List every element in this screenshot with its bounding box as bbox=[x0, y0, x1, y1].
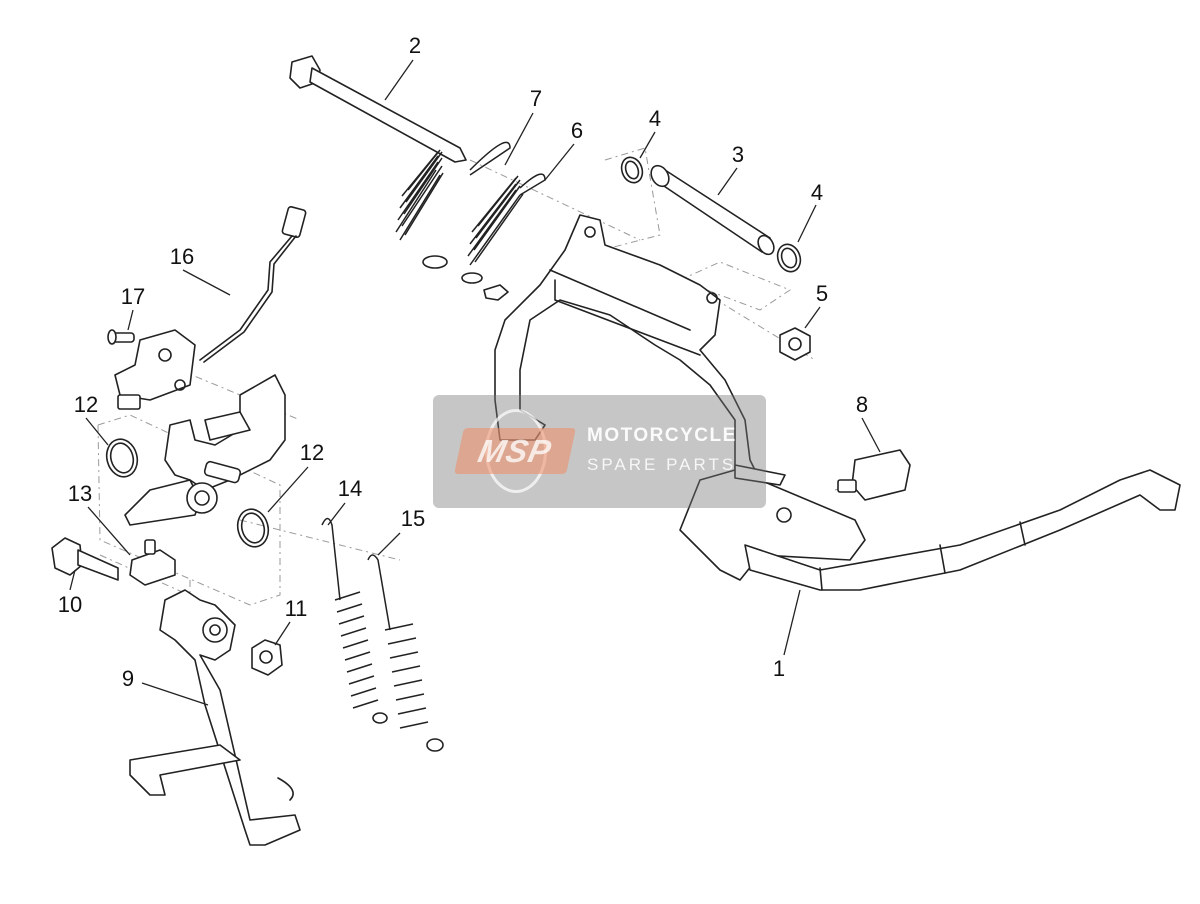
callout-5: 5 bbox=[816, 281, 828, 306]
nut-part-5 bbox=[779, 327, 811, 361]
spring-part-7 bbox=[395, 141, 511, 269]
watermark-subtitle: SPARE PARTS bbox=[587, 455, 737, 474]
callout-4b: 4 bbox=[811, 180, 823, 205]
callout-1: 1 bbox=[773, 656, 785, 681]
ring-part-4b bbox=[776, 243, 802, 273]
sensor-part-16 bbox=[114, 206, 307, 410]
callout-10: 10 bbox=[58, 592, 82, 617]
callout-15: 15 bbox=[401, 506, 425, 531]
callout-12b: 12 bbox=[300, 440, 324, 465]
nut-part-11 bbox=[251, 639, 283, 676]
callout-16: 16 bbox=[170, 244, 194, 269]
watermark-title: MOTORCYCLE bbox=[587, 425, 737, 446]
bolt-part-2 bbox=[289, 55, 467, 163]
callout-labels: 1 2 3 4 4 5 6 7 8 9 10 11 12 12 13 14 15… bbox=[58, 33, 868, 691]
callout-7: 7 bbox=[530, 86, 542, 111]
bracket-plate bbox=[124, 374, 286, 526]
callout-3: 3 bbox=[732, 142, 744, 167]
callout-13: 13 bbox=[68, 481, 92, 506]
callout-17: 17 bbox=[121, 284, 145, 309]
callout-8: 8 bbox=[856, 392, 868, 417]
bumper-part-8 bbox=[837, 449, 911, 501]
bolt-part-10 bbox=[51, 537, 119, 581]
callout-11: 11 bbox=[285, 596, 308, 621]
leader-lines bbox=[69, 59, 881, 706]
ring-part-12a bbox=[105, 438, 139, 478]
side-stand-part-9 bbox=[129, 589, 301, 846]
callout-12a: 12 bbox=[74, 392, 98, 417]
spring-part-6 bbox=[461, 173, 546, 284]
callout-6: 6 bbox=[571, 118, 583, 143]
spring-part-14 bbox=[321, 517, 388, 724]
callout-14: 14 bbox=[338, 476, 362, 501]
block-part-13 bbox=[129, 539, 176, 586]
spring-part-15 bbox=[367, 554, 444, 752]
ring-part-12b bbox=[236, 508, 270, 548]
callout-4a: 4 bbox=[649, 106, 661, 131]
callout-9: 9 bbox=[122, 666, 134, 691]
pin-part-3 bbox=[650, 164, 775, 256]
callout-2: 2 bbox=[409, 33, 421, 58]
logo-badge: MSP bbox=[454, 428, 576, 474]
watermark-banner: MSP MOTORCYCLE SPARE PARTS bbox=[433, 395, 766, 508]
ring-part-4a bbox=[620, 156, 644, 184]
logo-text: MSP bbox=[475, 433, 555, 469]
screw-part-17 bbox=[107, 329, 135, 345]
